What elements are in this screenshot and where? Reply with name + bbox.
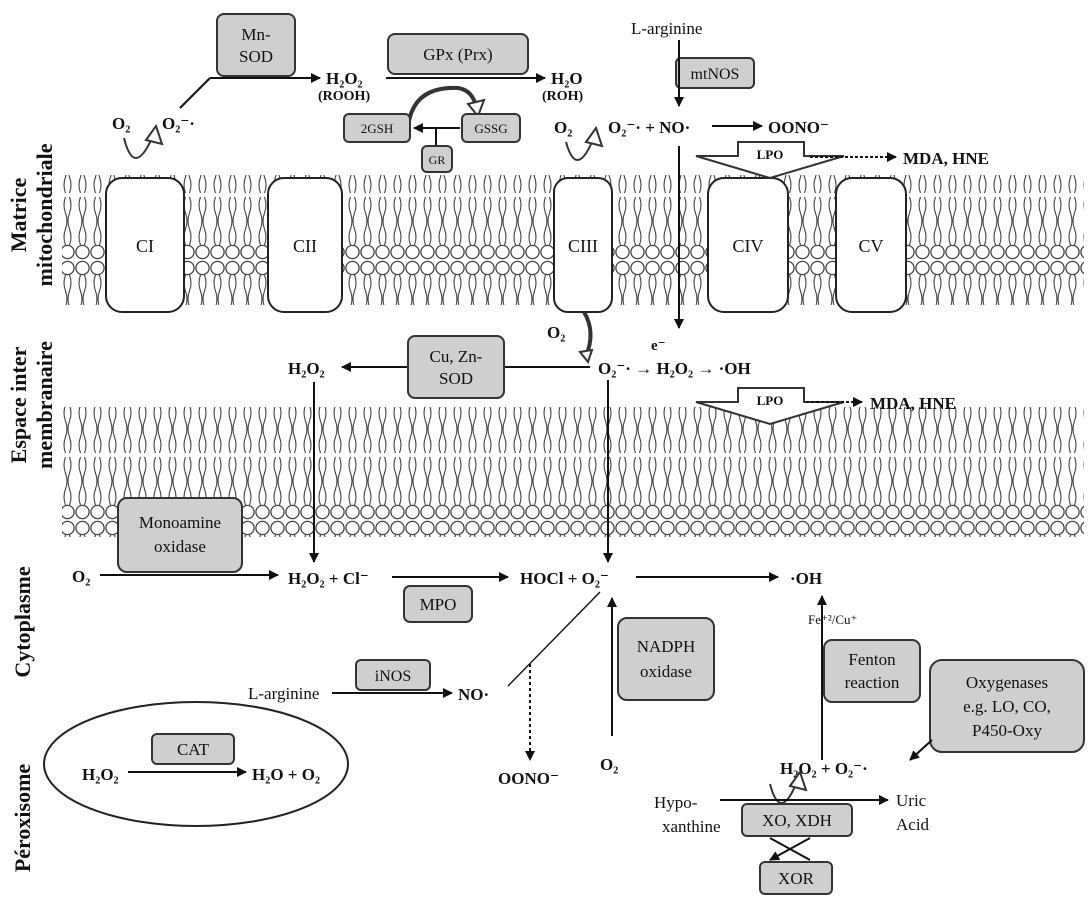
e-minus: e⁻ [651,338,666,354]
species-cat-right: H₂O + O₂ [252,765,320,784]
species-hocl: HOCl + O₂⁻ [520,569,609,588]
complex-cii: CII [268,178,342,312]
species-ims-chain: O₂⁻· → H₂O₂ → ·OH [598,359,751,378]
species-h2o-top: H₂O [551,69,583,88]
svg-text:LPO: LPO [757,393,784,408]
gssg-box: GSSG [462,114,520,142]
gsh-box: 2GSH [344,114,410,142]
species-o2-cyto: O₂ [72,567,90,586]
svg-text:Matricemitochondriale: Matricemitochondriale [6,143,57,286]
cat-box: CAT [152,734,234,764]
complex-civ: CIV [708,178,788,312]
svg-text:MPO: MPO [420,595,457,614]
species-o2-ims: O₂ [547,323,565,342]
mtnos-box: mtNOS [676,58,754,88]
species-o2-ci: O₂ [112,114,130,133]
species-oono-top: OONO⁻ [768,118,829,137]
svg-text:GPx (Prx): GPx (Prx) [423,45,492,64]
svg-text:XOR: XOR [778,869,815,888]
svg-text:CII: CII [293,236,317,256]
svg-text:CV: CV [858,236,883,256]
species-rooh: (ROOH) [318,89,370,104]
xor-arrows [770,838,810,860]
svg-text:GSSG: GSSG [474,121,507,136]
complex-ciii: CIII [554,178,612,312]
species-o2-nadph: O₂ [600,755,618,774]
gpx-box: GPx (Prx) [388,34,528,74]
mda-hne-1: MDA, HNE [903,149,989,168]
region-label-peroxisome: Péroxisome [10,764,35,873]
svg-text:CIII: CIII [568,236,598,256]
cuznsod-box: Cu, Zn-SOD [408,336,504,398]
species-o2-radical-ci: O₂⁻· [162,114,195,133]
mda-hne-2: MDA, HNE [870,394,956,413]
gr-box: GR [422,146,452,172]
mnsod-arrow [180,78,210,108]
oxygenases-arrow [910,740,932,760]
ciii-superoxide-arrow [566,142,592,160]
svg-text:2GSH: 2GSH [361,121,394,136]
species-roh: (ROH) [542,89,584,104]
svg-text:Espace intermembranaire: Espace intermembranaire [6,341,57,469]
svg-text:CAT: CAT [177,740,210,759]
l-arginine-top: L-arginine [631,19,702,38]
svg-text:mtNOS: mtNOS [691,66,740,83]
region-label-intermembrane: Espace intermembranaire [6,341,57,469]
xo-box: XO, XDH [742,804,852,836]
region-label-cytoplasm: Cytoplasme [10,566,35,677]
svg-text:GR: GR [429,153,446,167]
l-arginine-cyto: L-arginine [248,684,319,703]
species-oono-cyto: OONO⁻ [498,769,559,788]
complex-ci: CI [106,178,184,312]
svg-text:Péroxisome: Péroxisome [10,764,35,873]
species-h2o2-ims: H₂O₂ [288,359,325,378]
species-o2-no: O₂⁻· + NO· [608,118,690,137]
inos-box: iNOS [356,660,430,690]
hypoxanthine-label: Hypo-xanthine [654,793,721,836]
complex-cv: CV [836,178,906,312]
mnsod-box: Mn-SOD [217,14,295,76]
species-no-cyto: NO· [458,685,489,704]
svg-text:LPO: LPO [757,147,784,162]
svg-text:iNOS: iNOS [375,668,411,685]
svg-text:Cytoplasme: Cytoplasme [10,566,35,677]
species-h2o2-o2m: H₂O₂ + O₂⁻· [780,759,868,778]
svg-text:CIV: CIV [733,236,764,256]
species-oh-cyto: ·OH [790,569,822,588]
svg-text:XO, XDH: XO, XDH [762,811,832,830]
xor-box: XOR [760,862,832,894]
svg-text:CI: CI [136,236,154,256]
species-h2o2-cl: H₂O₂ + Cl⁻ [288,569,369,588]
fe-cu-label: Fe⁺²/Cu⁺ [808,612,857,627]
species-cat-left: H₂O₂ [82,765,119,784]
species-o2-ciii: O₂ [554,118,572,137]
species-h2o2-top: H₂O₂ [326,69,363,88]
no-superoxide-line [508,592,600,686]
region-label-matrix: Matricemitochondriale [6,143,57,286]
mpo-box: MPO [404,586,472,622]
